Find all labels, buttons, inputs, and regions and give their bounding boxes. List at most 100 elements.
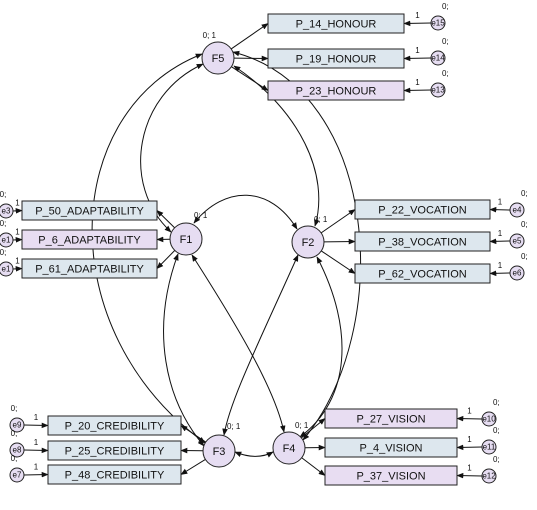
covariance-arrow-f2-f4: [299, 256, 343, 438]
error-label: e6: [513, 269, 522, 278]
loading-arrow: [180, 458, 206, 475]
error-label: e15: [431, 19, 445, 28]
error-label: e8: [13, 446, 22, 455]
error-circle: [9, 467, 25, 483]
error-circle: [509, 233, 525, 249]
loading-arrow: [231, 66, 269, 91]
error-arrow: [23, 422, 49, 429]
error-label: e5: [513, 237, 522, 246]
error-circle: [481, 411, 497, 427]
error-variance-param: 0;: [0, 190, 6, 199]
error-arrow: [403, 87, 432, 94]
latent-label: F3: [213, 446, 226, 458]
indicator-p-48-credibility: P_48_CREDIBILITY: [47, 464, 182, 485]
error-arrow: [12, 208, 23, 214]
latent-factor-f4: F4 0; 1: [272, 421, 309, 465]
error-variance-param: 0;: [493, 398, 500, 407]
observed-variable-label: P_50_ADAPTABILITY: [35, 205, 144, 217]
error-label: e1: [2, 265, 11, 274]
latent-circle: [272, 431, 306, 465]
loading-layer: [12, 20, 511, 479]
error-circle: [509, 202, 525, 218]
latent-variance-param: 0; 1: [295, 421, 309, 430]
error-path-coefficient: 1: [34, 413, 39, 422]
observed-variable-label: P_6_ADAPTABILITY: [38, 234, 141, 246]
indicator-p-22-vocation: P_22_VOCATION: [354, 199, 491, 220]
indicator-p-38-vocation: P_38_VOCATION: [354, 231, 491, 252]
indicator-p-23-honour: P_23_HONOUR: [267, 80, 405, 101]
error-variance-param: 0;: [11, 429, 18, 438]
observed-variable-box: [21, 200, 158, 221]
error-variance-param: 0;: [442, 37, 449, 46]
error-path-coefficient: 1: [415, 46, 420, 55]
error-circle: [0, 232, 14, 248]
latent-variance-param: 0; 1: [314, 215, 328, 224]
latent-variance-param: 0; 1: [203, 31, 217, 40]
error-circle: [430, 82, 446, 98]
observed-variable-label: P_37_VISION: [356, 470, 425, 482]
observed-variable-label: P_4_VISION: [360, 442, 423, 454]
error-variance-param: 0;: [442, 2, 449, 11]
error-path-coefficient: 1: [467, 435, 472, 444]
latent-factor-f2: F2 0; 1: [291, 215, 328, 259]
latent-circle: [202, 434, 236, 468]
latent-label: F2: [302, 237, 315, 249]
observed-variable-box: [21, 229, 158, 250]
error-path-coefficient: 1: [34, 463, 39, 472]
error-path-coefficient: 1: [498, 198, 503, 207]
covariance-layer: [91, 50, 361, 458]
error-path-coefficient: 1: [498, 261, 503, 270]
error-label: e13: [431, 86, 445, 95]
observed-variable-box: [267, 48, 405, 69]
indicator-p-27-vision: P_27_VISION: [324, 408, 458, 429]
error-circle: [9, 417, 25, 433]
error-variance-param: 0;: [493, 455, 500, 464]
error-label: e7: [13, 471, 22, 480]
indicator-p-14-honour: P_14_HONOUR: [267, 13, 405, 34]
error-path-coefficient: 1: [34, 438, 39, 447]
observed-variable-label: P_62_VOCATION: [378, 268, 466, 280]
loading-arrow: [180, 425, 206, 443]
error-circle: [430, 50, 446, 66]
error-term: e8 1 0;: [9, 429, 39, 458]
indicator-p-62-vocation: P_62_VOCATION: [354, 263, 491, 284]
indicator-p-25-credibility: P_25_CREDIBILITY: [47, 440, 182, 461]
observed-variable-box: [47, 464, 182, 485]
error-circle: [481, 439, 497, 455]
error-label: e9: [13, 421, 22, 430]
error-arrow: [12, 237, 23, 243]
observed-variable-box: [267, 80, 405, 101]
covariance-arrow-f1-f3: [163, 253, 205, 447]
indicator-p-20-credibility: P_20_CREDIBILITY: [47, 415, 182, 436]
loading-arrow: [301, 457, 326, 476]
loading-arrow: [156, 210, 175, 229]
covariance-arrow-f3-f4: [234, 451, 274, 458]
latent-label: F5: [212, 53, 225, 65]
error-circle: [0, 261, 14, 277]
error-circle: [430, 15, 446, 31]
error-arrow: [489, 270, 511, 277]
error-label: e10: [482, 415, 496, 424]
error-label: e11: [483, 443, 496, 452]
error-arrow: [12, 266, 23, 272]
error-path-coefficient: 1: [15, 199, 20, 208]
indicator-p-4-vision: P_4_VISION: [324, 437, 458, 458]
latent-variance-param: 0; 1: [227, 422, 241, 431]
error-path-coefficient: 1: [15, 257, 20, 266]
observed-variable-label: P_22_VOCATION: [378, 204, 466, 216]
latent-label: F1: [180, 234, 193, 246]
covariance-arrow-f1-f4: [191, 254, 286, 433]
latent-label: F4: [283, 443, 296, 455]
loading-arrow: [230, 23, 269, 50]
error-arrow: [23, 447, 49, 454]
loading-arrow: [320, 209, 356, 234]
